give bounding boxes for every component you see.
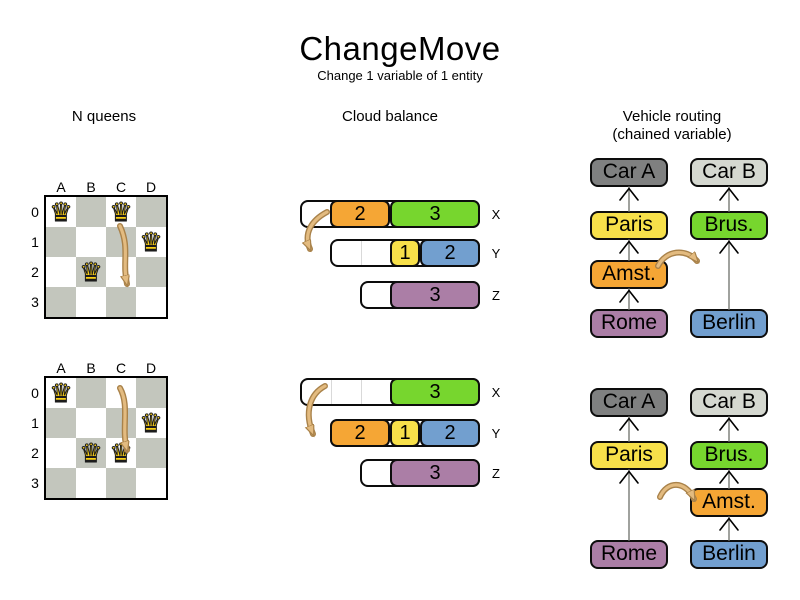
vehicle-box-car-b: Car B [690,388,768,417]
process-block: 1 [390,419,420,447]
chain-chevron-icon [719,417,739,431]
process-block: 1 [390,239,420,267]
capacity-divider [361,241,362,265]
process-block: 3 [390,281,480,309]
queen-icon: ♛ [79,438,103,469]
row-label-2: 2 [31,264,39,280]
queen-icon: ♛ [49,197,73,228]
city-box-berlin: Berlin [690,540,768,569]
city-box-rome: Rome [590,540,668,569]
process-block: 2 [420,239,480,267]
row-label-3: 3 [31,294,39,310]
chain-chevron-icon [719,470,739,484]
computer-label-y: Y [491,246,501,261]
city-box-paris: Paris [590,211,668,240]
chain-chevron-icon [719,517,739,531]
computer-label-y: Y [491,426,501,441]
move-arrow-icon [658,483,696,499]
city-box-paris: Paris [590,441,668,470]
computer-label-z: Z [492,466,500,481]
computer-label-z: Z [492,288,500,303]
chain-chevron-icon [619,240,639,254]
chain-chevron-icon [619,470,639,484]
process-block: 2 [330,419,390,447]
queen-icon: ♛ [139,408,163,439]
vehicle-subheader: (chained variable) [612,126,732,143]
vehicle-header: Vehicle routing [622,108,722,125]
queen-icon: ♛ [49,378,73,409]
row-label-1: 1 [31,415,39,431]
queen-icon: ♛ [139,227,163,258]
col-label-c: C [115,360,127,376]
page-subtitle: Change 1 variable of 1 entity [317,68,483,83]
col-label-b: B [86,179,96,195]
capacity-divider [331,380,332,404]
page-title: ChangeMove [299,30,501,67]
chain-chevron-icon [719,187,739,201]
computer-label-x: X [491,385,501,400]
capacity-divider [361,380,362,404]
process-block: 2 [330,200,390,228]
row-label-3: 3 [31,475,39,491]
city-box-brussels: Brus. [690,441,768,470]
row-label-2: 2 [31,445,39,461]
col-label-d: D [145,179,157,195]
vehicle-box-car-a: Car A [590,158,668,187]
city-box-rome: Rome [590,309,668,338]
chain-arrows-before [619,186,739,310]
chain-chevron-icon [619,417,639,431]
col-label-b: B [86,360,96,376]
col-label-a: A [56,179,66,195]
chain-chevron-icon [719,240,739,254]
city-box-brussels: Brus. [690,211,768,240]
chain-arrows-after [619,416,739,541]
row-label-1: 1 [31,234,39,250]
chessboard-after: ♛ ♛ ♛ ♛ [44,376,168,500]
process-block: 2 [420,419,480,447]
city-box-amsterdam: Amst. [690,488,768,517]
col-label-c: C [115,179,127,195]
row-label-0: 0 [31,204,39,220]
chessboard-before: ♛ ♛ ♛ ♛ [44,195,168,319]
row-label-0: 0 [31,385,39,401]
process-block: 3 [390,459,480,487]
queen-icon: ♛ [79,257,103,288]
process-block: 3 [390,378,480,406]
vehicle-box-car-a: Car A [590,388,668,417]
chain-chevron-icon [619,289,639,303]
queen-icon: ♛ [109,197,133,228]
process-block: 3 [390,200,480,228]
vehicle-box-car-b: Car B [690,158,768,187]
chain-chevron-icon [619,187,639,201]
cloud-header: Cloud balance [342,108,438,125]
queen-icon: ♛ [109,438,133,469]
nqueens-header: N queens [71,108,137,125]
col-label-d: D [145,360,157,376]
city-box-berlin: Berlin [690,309,768,338]
computer-label-x: X [491,207,501,222]
city-box-amsterdam: Amst. [590,260,668,289]
col-label-a: A [56,360,66,376]
